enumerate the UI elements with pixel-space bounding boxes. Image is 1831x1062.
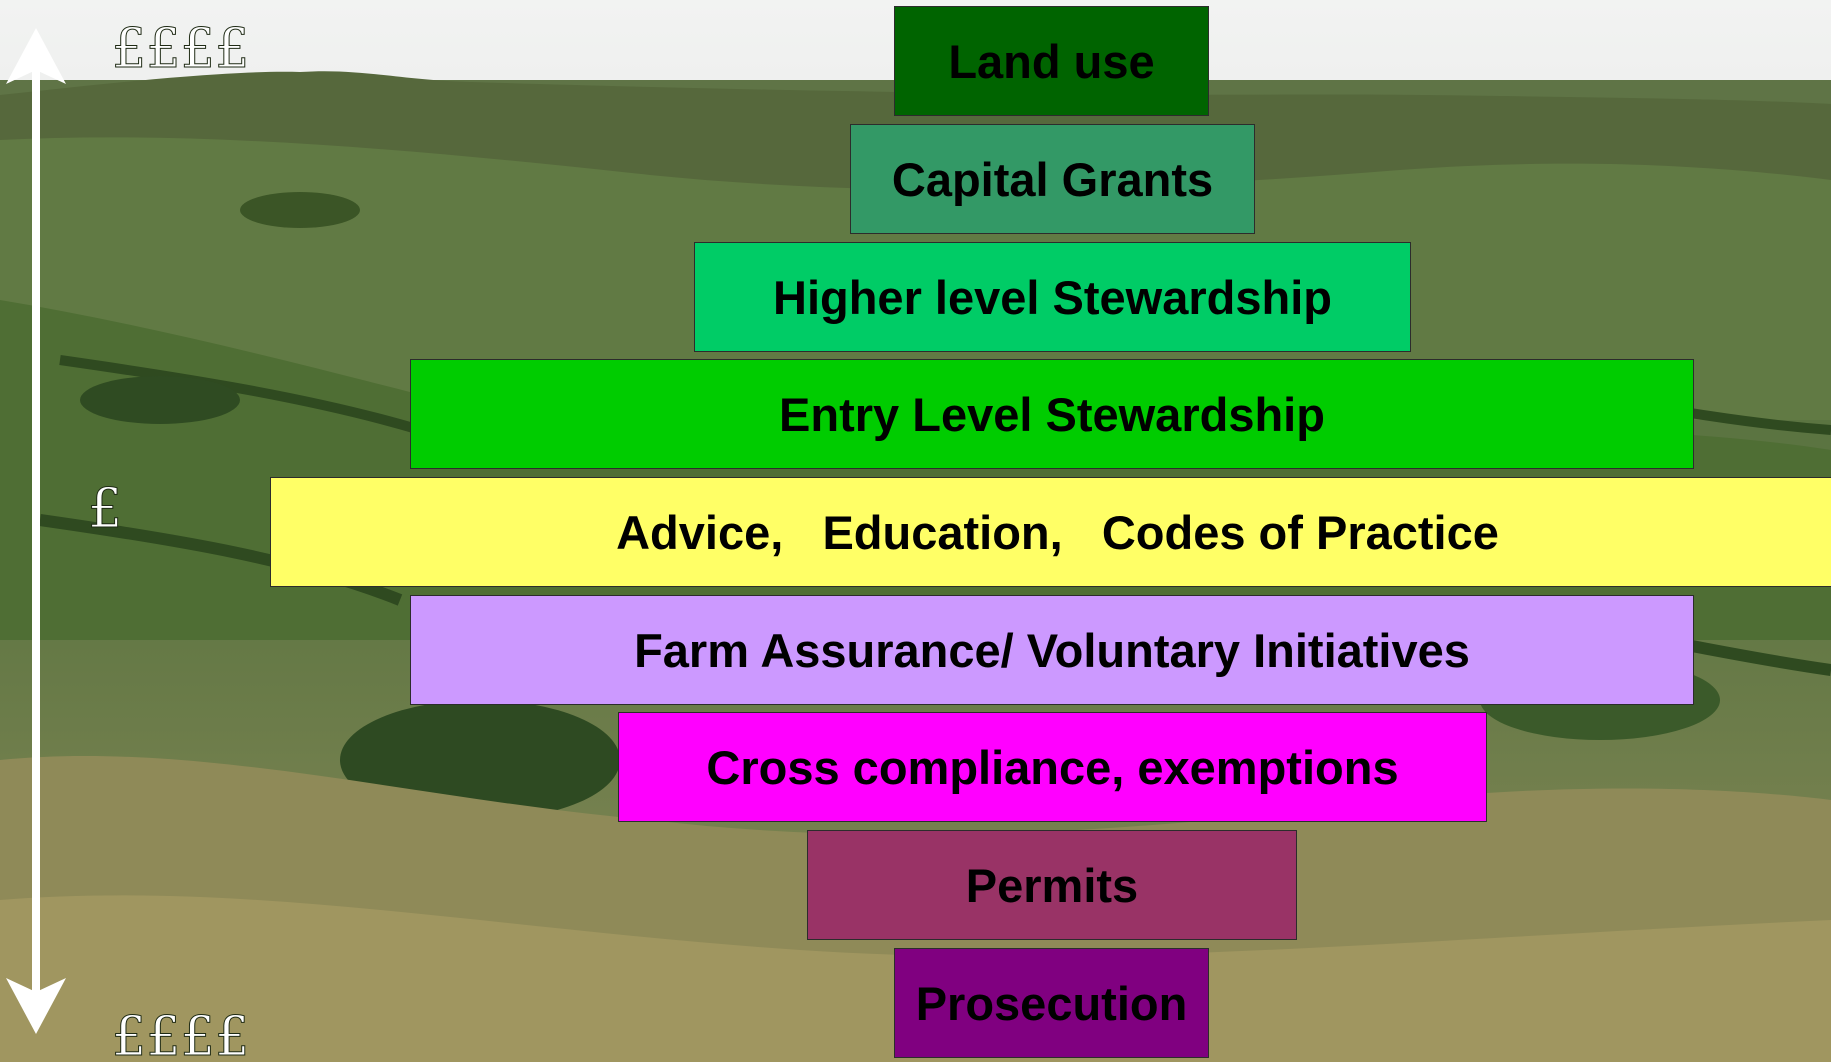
cost-label-middle: £ xyxy=(87,477,123,540)
tier-higher-level-stewardship: Higher level Stewardship xyxy=(694,242,1411,352)
tier-entry-level-stewardship: Entry Level Stewardship xyxy=(410,359,1694,469)
tier-advice-education-codes: Advice, Education, Codes of Practice xyxy=(270,477,1831,587)
tier-cross-compliance: Cross compliance, exemptions xyxy=(618,712,1487,822)
tier-land-use: Land use xyxy=(894,6,1209,116)
cost-label-top: ££££ xyxy=(111,17,250,80)
cost-label-bottom: ££££ xyxy=(111,1005,250,1062)
tier-capital-grants: Capital Grants xyxy=(850,124,1255,234)
tier-permits: Permits xyxy=(807,830,1297,940)
tier-prosecution: Prosecution xyxy=(894,948,1209,1058)
tier-farm-assurance: Farm Assurance/ Voluntary Initiatives xyxy=(410,595,1694,705)
